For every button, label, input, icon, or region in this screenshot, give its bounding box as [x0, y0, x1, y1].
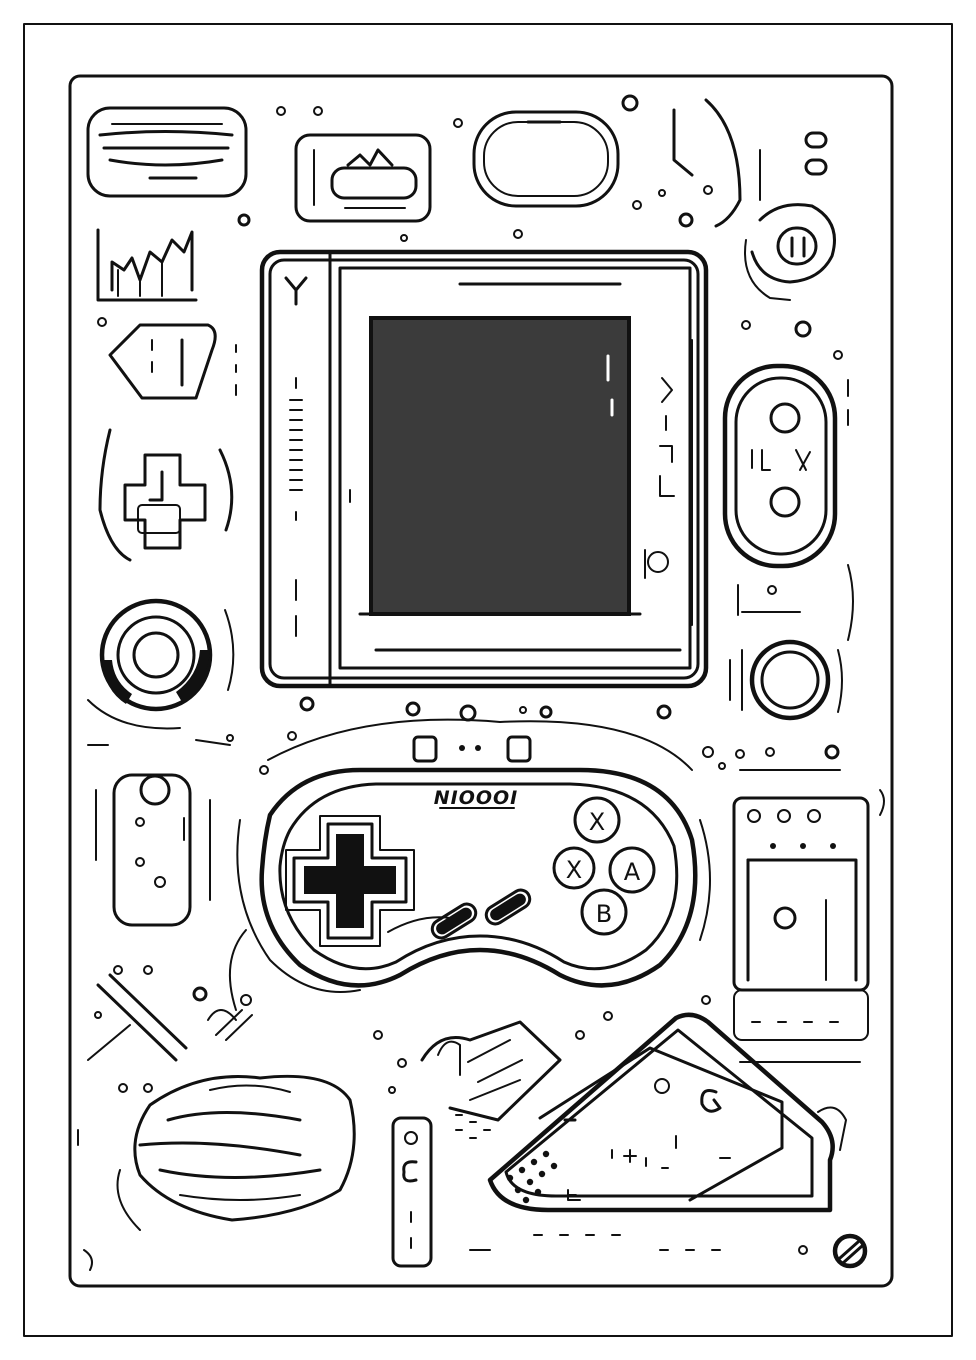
top-dots	[237, 94, 713, 242]
bar-graph-icon	[96, 228, 198, 302]
inner-panel-frame	[68, 74, 894, 1288]
console-screen	[369, 316, 631, 616]
crossed-lines-icon	[77, 965, 253, 1146]
pill-toggle-icon	[741, 203, 843, 360]
face-button-top	[573, 796, 621, 844]
cassette-icon	[86, 106, 248, 198]
dpad-emblem-icon	[98, 428, 234, 562]
ticket-icon	[97, 317, 237, 400]
controller-brand-label: NIOOOI	[434, 787, 519, 809]
key-stick-icon	[391, 1116, 433, 1268]
remote-stick-icon	[87, 739, 231, 927]
face-button-left	[552, 846, 596, 890]
rounded-pad-icon	[472, 110, 620, 208]
svg-text:X: X	[566, 856, 582, 884]
cabinet-panel-icon	[732, 769, 885, 1063]
svg-text:A: A	[624, 858, 641, 886]
svg-text:X: X	[589, 808, 605, 836]
rock-blob-icon	[83, 1074, 356, 1271]
tilted-device-icon	[487, 1012, 847, 1213]
round-button-icon	[729, 639, 843, 760]
select-start-buttons	[430, 888, 532, 940]
handheld-console	[259, 249, 709, 689]
side-labels	[349, 339, 693, 626]
joystick-dial-icon	[87, 598, 235, 730]
svg-text:B: B	[596, 900, 612, 928]
device-dot-grid	[506, 1150, 558, 1204]
dpad	[285, 815, 415, 947]
top-right-cables	[672, 98, 828, 228]
gamepad-shell-icon	[722, 363, 854, 641]
face-button-bottom	[580, 888, 628, 936]
mid-dots	[226, 696, 726, 1094]
bottom-right-badge	[469, 1233, 868, 1269]
page-border	[23, 23, 953, 1337]
cartridge-slot-icon	[294, 133, 432, 223]
circuit-card-icon	[420, 1020, 562, 1139]
speaker-grille	[289, 377, 303, 637]
game-controller: NIOOOI X X A B	[228, 718, 711, 1011]
face-button-right	[608, 846, 656, 894]
face-buttons: X X A B	[552, 796, 656, 936]
